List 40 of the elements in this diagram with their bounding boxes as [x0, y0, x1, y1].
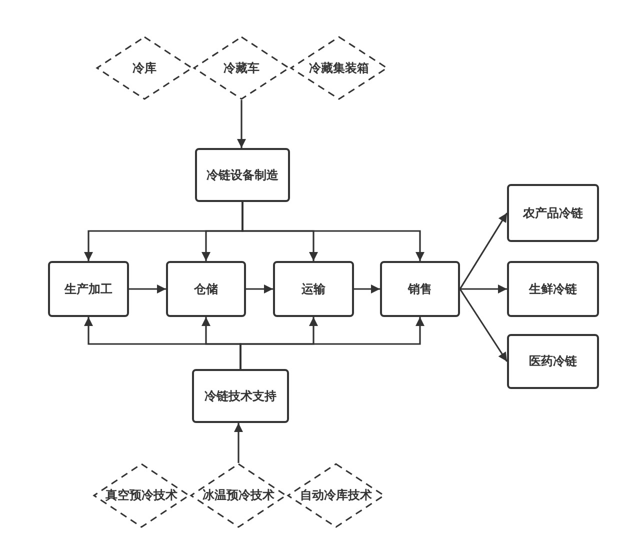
- node-label: 冰温预冷技术: [202, 488, 274, 503]
- process-box: [380, 261, 460, 317]
- arrow: [459, 288, 508, 362]
- node-label: 运输: [302, 282, 326, 296]
- dashed-diamond-node: [190, 463, 287, 528]
- node-label: 冷藏集装箱: [309, 60, 369, 76]
- node-label: 销售: [408, 282, 432, 296]
- dashed-diamond-node: [93, 463, 190, 528]
- node-label: 冷链设备制造: [206, 168, 278, 182]
- arrow: [129, 284, 166, 294]
- arrow: [234, 423, 243, 463]
- process-box: [48, 261, 129, 317]
- arrow: [240, 317, 424, 369]
- node-label: 冷链技术支持: [204, 388, 276, 404]
- arrow: [354, 284, 380, 294]
- dashed-diamond-node: [193, 36, 290, 100]
- process-box: [507, 261, 599, 317]
- arrow: [237, 100, 246, 148]
- node-label: 农产品冷链: [523, 206, 583, 220]
- arrow: [242, 202, 424, 261]
- node-label: 冷藏车: [224, 60, 260, 76]
- process-box: [507, 334, 599, 389]
- arrow: [246, 284, 273, 294]
- process-box: [192, 369, 289, 423]
- arrow: [459, 212, 508, 290]
- process-box: [507, 184, 599, 242]
- dashed-diamond-node: [96, 36, 193, 100]
- dashed-diamond-node: [290, 36, 388, 100]
- process-box: [273, 261, 354, 317]
- node-label: 自动冷库技术: [300, 488, 372, 503]
- node-label: 真空预冷技术: [106, 488, 178, 503]
- process-box: [166, 261, 246, 317]
- dashed-diamond-node: [287, 463, 385, 528]
- node-label: 生产加工: [64, 282, 112, 296]
- node-label: 冷库: [132, 60, 156, 76]
- node-label: 生鲜冷链: [529, 282, 577, 296]
- node-label: 仓储: [194, 282, 218, 296]
- node-label: 医药冷链: [529, 354, 577, 369]
- process-box: [195, 148, 290, 202]
- arrow: [460, 284, 507, 294]
